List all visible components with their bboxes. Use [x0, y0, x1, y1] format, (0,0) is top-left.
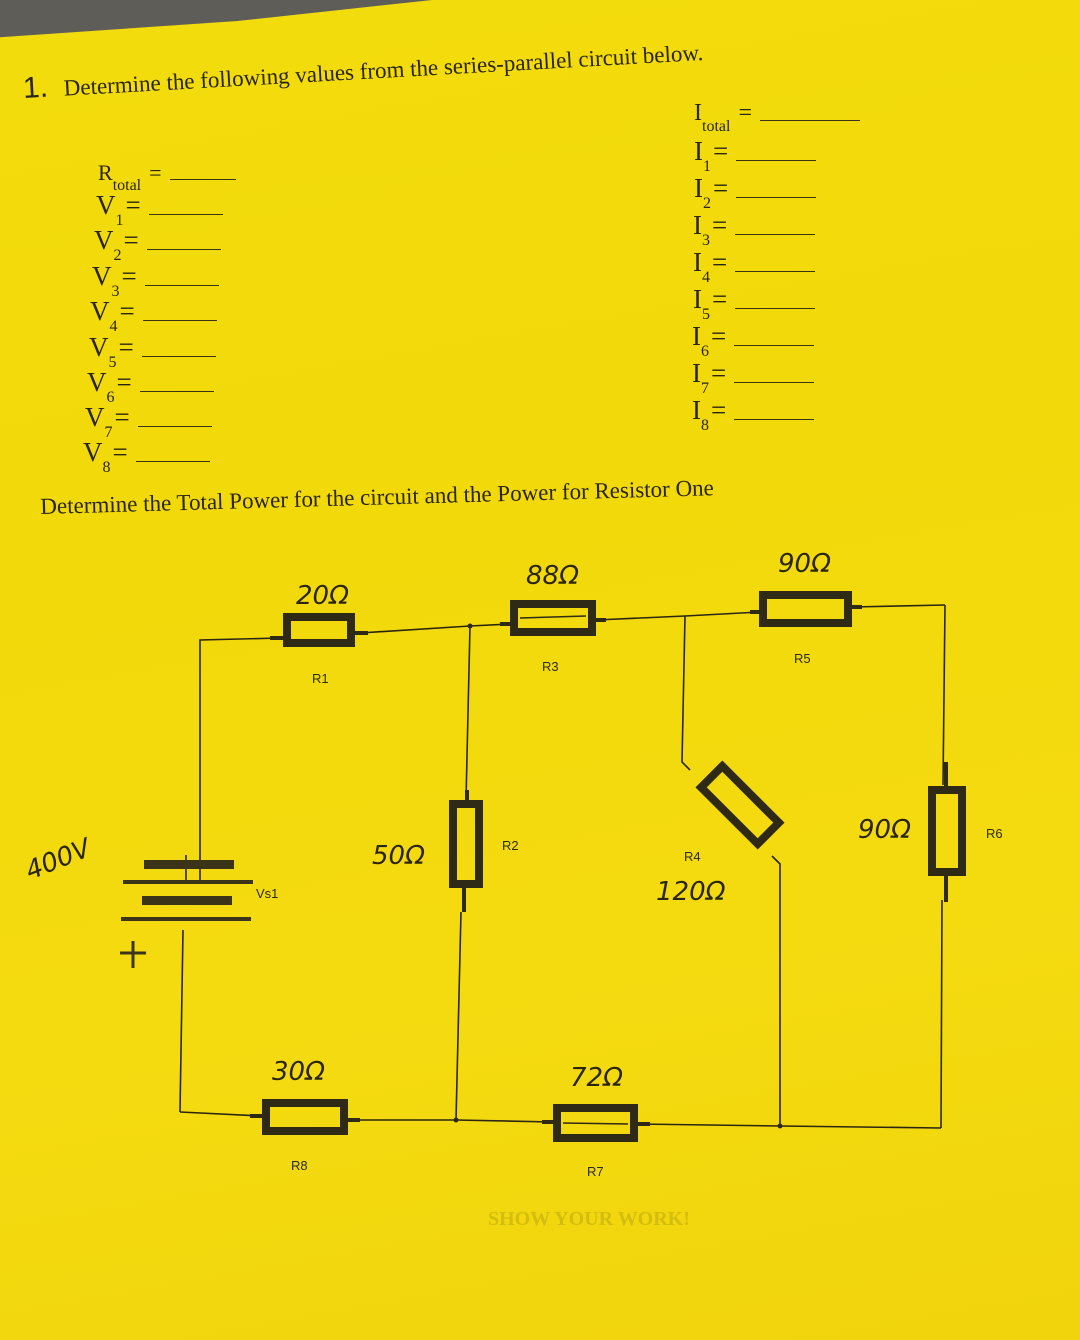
resistor-r1: [283, 613, 355, 647]
answer-blank-v4[interactable]: [142, 320, 217, 321]
answer-blank-i3[interactable]: [735, 234, 816, 235]
resistor-r8: [262, 1099, 348, 1135]
value-r3: 88Ω: [526, 561, 579, 591]
value-source: 400V: [21, 833, 97, 887]
answer-blank-i4[interactable]: [735, 271, 816, 272]
answer-blank-v2[interactable]: [146, 249, 221, 250]
plus-sign-icon: [120, 941, 146, 968]
answer-blank-i8[interactable]: [734, 419, 815, 420]
answer-blank-v3[interactable]: [144, 285, 219, 286]
answer-blank-v7[interactable]: [137, 426, 212, 427]
answer-blank-v8[interactable]: [135, 461, 210, 462]
answer-blank-v6[interactable]: [139, 391, 214, 392]
value-r7: 72Ω: [570, 1063, 623, 1093]
wire-left-top: [199, 637, 281, 880]
answer-blank-v5[interactable]: [141, 356, 216, 357]
label-r4: R4: [684, 849, 701, 864]
resistor-r6: [928, 786, 966, 876]
label-r2: R2: [502, 838, 519, 853]
label-vs1: Vs1: [256, 886, 278, 901]
value-r2: 50Ω: [372, 841, 425, 871]
answer-blank-i1[interactable]: [736, 160, 817, 161]
label-r8: R8: [291, 1158, 308, 1173]
resistor-r7: [553, 1104, 638, 1142]
answer-blank-i6[interactable]: [734, 345, 815, 346]
label-r5: R5: [794, 651, 811, 666]
answer-blank-r-total[interactable]: [169, 179, 236, 180]
resistor-r3: [510, 600, 596, 636]
value-r6: 90Ω: [858, 815, 911, 845]
resistor-r2: [449, 800, 483, 888]
faint-bleedthrough-text: SHOW YOUR WORK!: [488, 1208, 690, 1230]
answer-blank-v1[interactable]: [148, 214, 223, 215]
answer-blank-i-total[interactable]: [759, 120, 860, 121]
resistor-r4: [695, 760, 785, 850]
answer-blank-i5[interactable]: [735, 308, 816, 309]
value-r5: 90Ω: [778, 549, 831, 579]
answer-blank-i2[interactable]: [736, 197, 817, 198]
value-r1: 20Ω: [296, 581, 349, 611]
label-r3: R3: [542, 659, 559, 674]
battery-vs1: [121, 860, 253, 921]
label-r7: R7: [587, 1164, 604, 1179]
answer-blank-i7[interactable]: [734, 382, 815, 383]
label-r1: R1: [312, 671, 329, 686]
value-r4: 120Ω: [656, 877, 726, 907]
resistor-r5: [759, 591, 852, 627]
value-r8: 30Ω: [272, 1057, 325, 1087]
label-r6: R6: [986, 826, 1003, 841]
